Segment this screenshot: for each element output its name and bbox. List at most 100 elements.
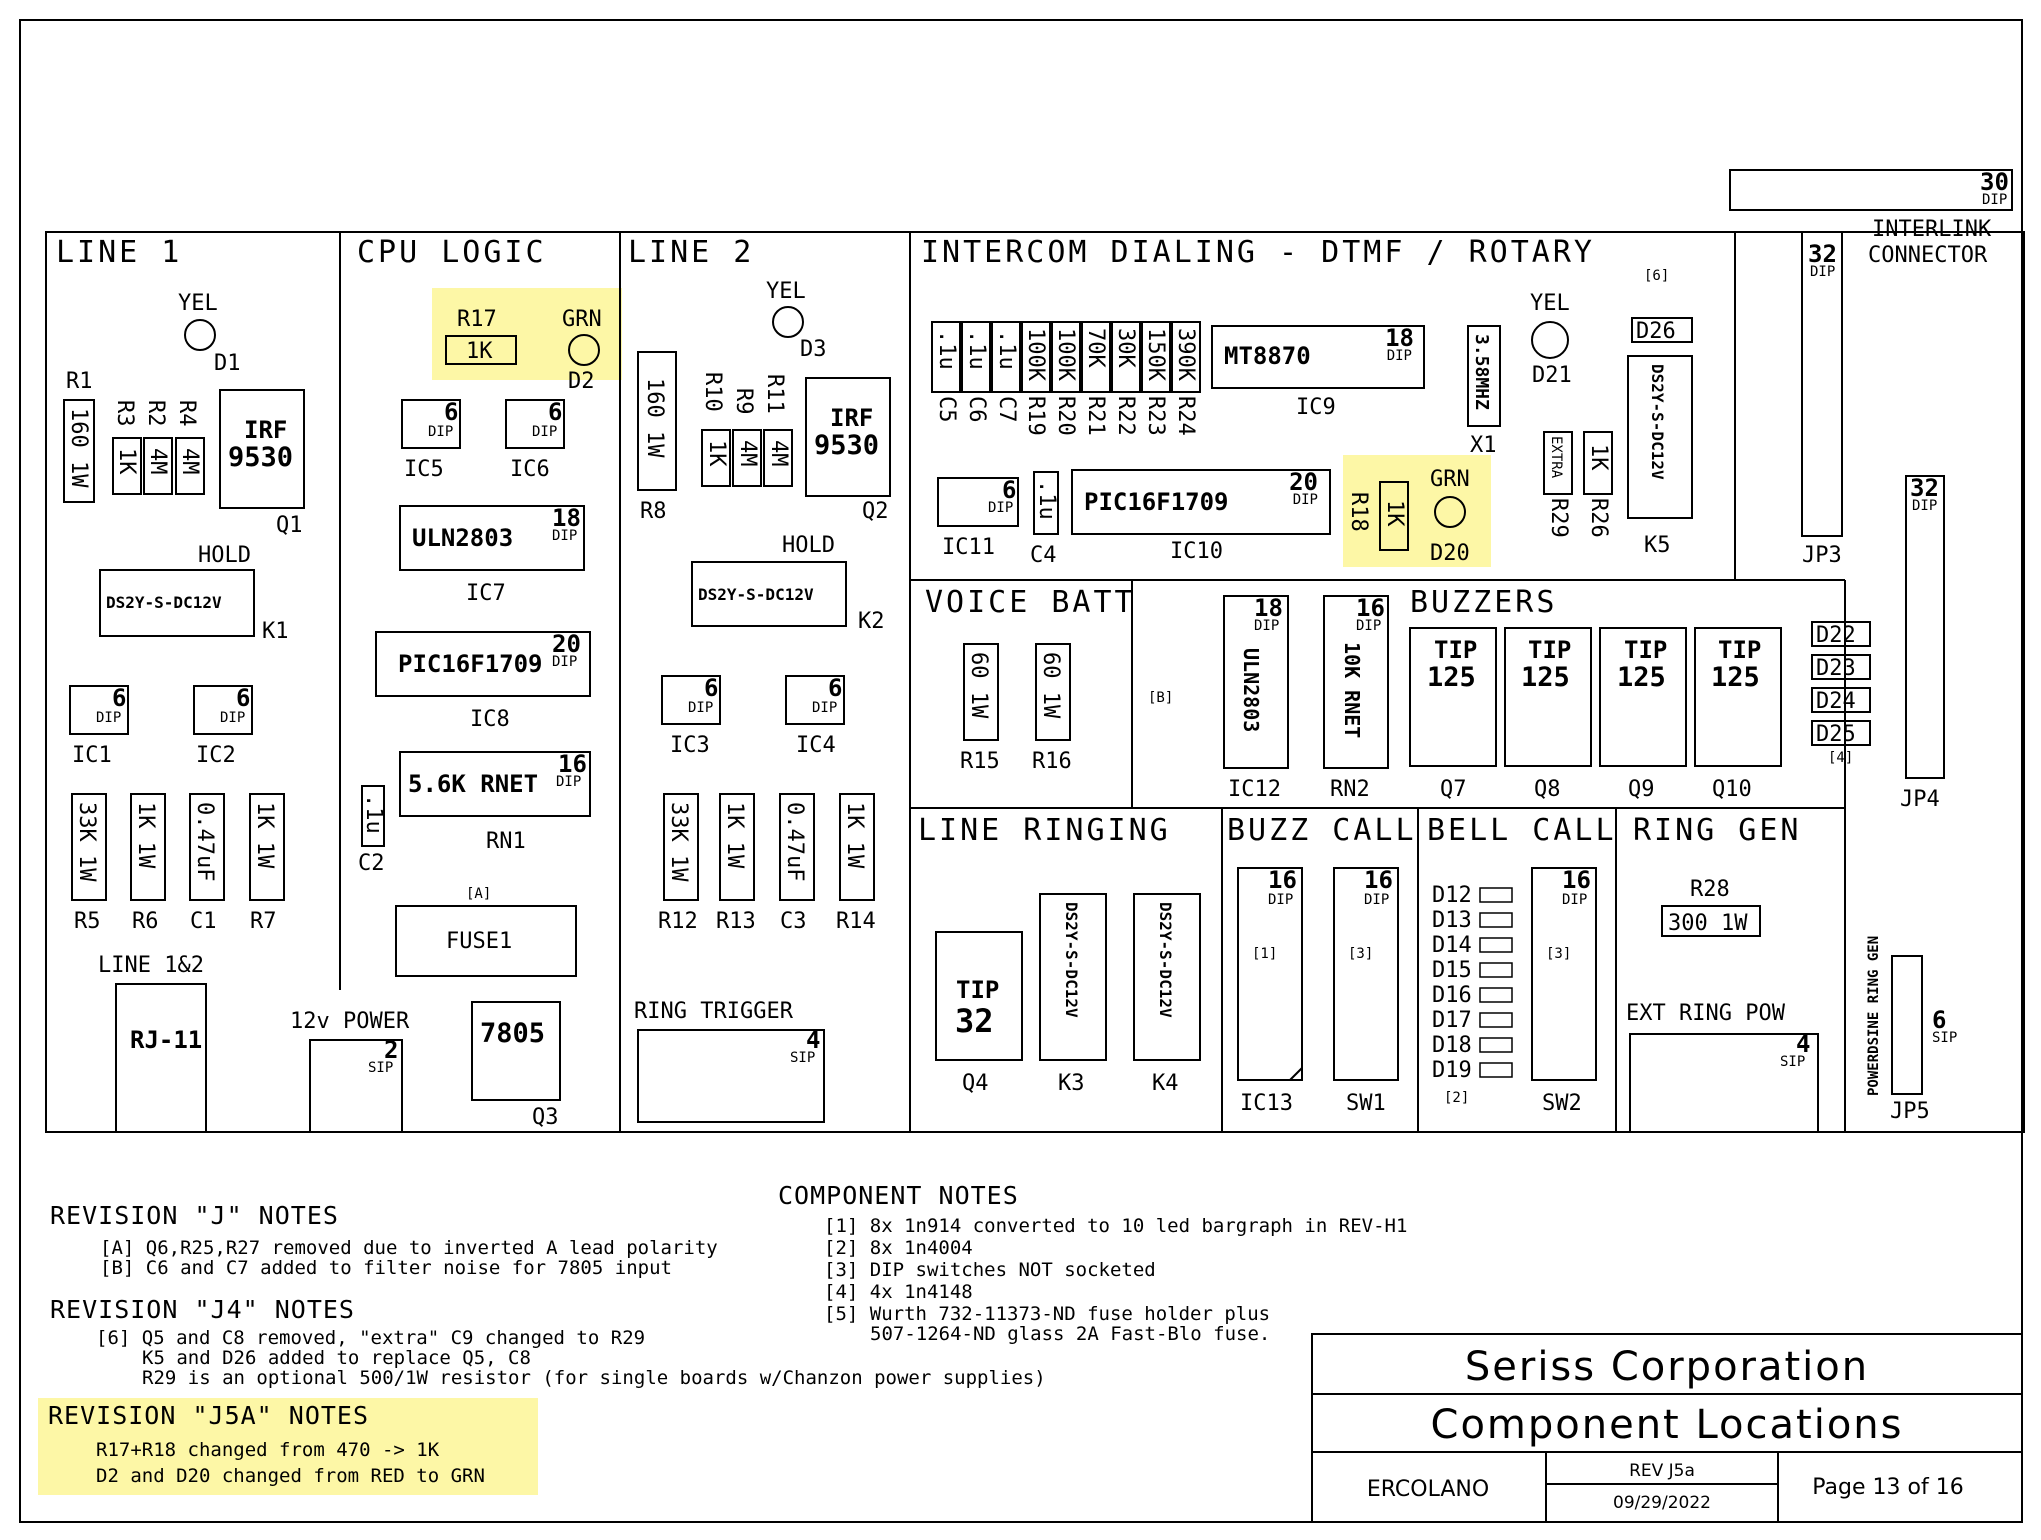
ic7-uln2803: ULN2803 18 DIP IC7 bbox=[399, 504, 585, 606]
svg-text:[3] DIP switches NOT socketed: [3] DIP switches NOT socketed bbox=[824, 1259, 1156, 1281]
ic1-dip6: 6 DIP IC1 bbox=[69, 684, 129, 768]
svg-text:IC3: IC3 bbox=[670, 733, 710, 758]
r11-resistor: R11 4M bbox=[762, 374, 793, 487]
ring-trigger-label: RING TRIGGER bbox=[634, 999, 794, 1024]
svg-text:SIP: SIP bbox=[1780, 1054, 1805, 1070]
svg-text:PIC16F1709: PIC16F1709 bbox=[1084, 488, 1229, 516]
svg-text:D2 and D20 changed from RED to: D2 and D20 changed from RED to GRN bbox=[96, 1465, 485, 1487]
svg-text:D14: D14 bbox=[1432, 933, 1472, 958]
svg-text:DS2Y-S-DC12V: DS2Y-S-DC12V bbox=[1648, 364, 1667, 480]
svg-text:D16: D16 bbox=[1432, 983, 1472, 1008]
svg-text:4M: 4M bbox=[735, 440, 760, 467]
svg-text:R13: R13 bbox=[716, 909, 756, 934]
svg-text:R3: R3 bbox=[112, 400, 137, 427]
section-line-ringing: LINE RINGING bbox=[918, 813, 1171, 848]
d2-led: GRN D2 bbox=[562, 307, 602, 394]
svg-text:RN2: RN2 bbox=[1330, 777, 1370, 802]
svg-text:IC6: IC6 bbox=[510, 457, 550, 482]
svg-text:1K: 1K bbox=[114, 448, 139, 475]
svg-text:D25: D25 bbox=[1816, 722, 1856, 747]
svg-text:16: 16 bbox=[1356, 594, 1385, 622]
svg-text:IRF: IRF bbox=[244, 416, 287, 444]
svg-text:[3]: [3] bbox=[1546, 946, 1571, 962]
svg-text:GRN: GRN bbox=[562, 307, 602, 332]
svg-text:R4: R4 bbox=[174, 400, 199, 427]
c3-capacitor: 0.47uF C3 bbox=[779, 793, 815, 934]
svg-text:X1: X1 bbox=[1470, 433, 1497, 458]
k1-relay: DS2Y-S-DC12V K1 bbox=[99, 569, 289, 644]
revision: REV J5a bbox=[1629, 1461, 1695, 1481]
svg-text:DIP: DIP bbox=[1268, 892, 1293, 908]
svg-text:D26: D26 bbox=[1636, 319, 1676, 344]
r17-resistor: R17 1K bbox=[445, 307, 517, 365]
svg-text:1K: 1K bbox=[466, 339, 493, 364]
svg-text:507-1264-ND glass 2A Fast-Blo: 507-1264-ND glass 2A Fast-Blo fuse. bbox=[870, 1323, 1270, 1345]
svg-text:DS2Y-S-DC12V: DS2Y-S-DC12V bbox=[698, 585, 814, 604]
svg-text:YEL: YEL bbox=[178, 291, 218, 316]
svg-text:32: 32 bbox=[955, 1002, 994, 1040]
svg-text:R21: R21 bbox=[1083, 396, 1108, 436]
r28-resistor: R28 300 1W bbox=[1661, 877, 1761, 937]
ic4-dip6: 6 DIP IC4 bbox=[785, 674, 845, 758]
svg-text:[1] 8x 1n914 converted to 10 l: [1] 8x 1n914 converted to 10 led bargrap… bbox=[824, 1215, 1407, 1237]
c2-capacitor: .1u C2 bbox=[358, 785, 386, 876]
svg-text:REVISION "J4" NOTES: REVISION "J4" NOTES bbox=[50, 1295, 355, 1324]
svg-text:R19: R19 bbox=[1023, 396, 1048, 436]
tag-6: [6] bbox=[1644, 268, 1669, 284]
q2-irf9530: IRF 9530 Q2 bbox=[805, 377, 891, 524]
svg-text:4M: 4M bbox=[145, 448, 170, 475]
svg-text:EXTRA: EXTRA bbox=[1548, 436, 1564, 479]
svg-text:C4: C4 bbox=[1030, 543, 1057, 568]
r12-resistor: 33K 1W R12 bbox=[658, 793, 699, 934]
svg-text:TIP: TIP bbox=[956, 976, 999, 1004]
svg-text:R6: R6 bbox=[132, 909, 159, 934]
svg-text:GRN: GRN bbox=[1430, 467, 1470, 492]
svg-text:[4] 4x 1n4148: [4] 4x 1n4148 bbox=[824, 1281, 973, 1303]
svg-text:6: 6 bbox=[548, 398, 562, 426]
r26-resistor: 1K R26 bbox=[1583, 431, 1613, 538]
r3-resistor: R3 1K bbox=[112, 400, 142, 495]
svg-text:D15: D15 bbox=[1432, 958, 1472, 983]
ring-trigger-connector: 4 SIP bbox=[637, 1026, 825, 1123]
svg-text:DIP: DIP bbox=[988, 500, 1013, 516]
svg-text:R28: R28 bbox=[1690, 877, 1730, 902]
svg-text:DIP: DIP bbox=[428, 424, 453, 440]
svg-text:DIP: DIP bbox=[96, 710, 121, 726]
section-buzz-call: BUZZ CALL bbox=[1227, 813, 1417, 848]
power-connector: 2 SIP bbox=[309, 1036, 403, 1133]
svg-text:D12: D12 bbox=[1432, 883, 1472, 908]
rj11-jack: RJ-11 bbox=[115, 983, 207, 1133]
highlight-r17-d2 bbox=[432, 288, 622, 380]
svg-text:R16: R16 bbox=[1032, 749, 1072, 774]
svg-text:.1u: .1u bbox=[361, 794, 386, 834]
r10-resistor: R10 1K bbox=[700, 372, 731, 487]
svg-text:60 1W: 60 1W bbox=[1038, 652, 1063, 719]
jp4-header: 32 DIP JP4 bbox=[1900, 474, 1945, 812]
board-outline bbox=[45, 231, 2025, 1133]
q7-tip125: TIP 125 Q7 bbox=[1409, 627, 1497, 802]
svg-text:D22: D22 bbox=[1816, 623, 1856, 648]
svg-text:9530: 9530 bbox=[814, 430, 879, 461]
svg-text:4: 4 bbox=[806, 1026, 820, 1054]
svg-text:D3: D3 bbox=[800, 337, 827, 362]
svg-text:[5] Wurth 732-11373-ND fuse ho: [5] Wurth 732-11373-ND fuse holder plus bbox=[824, 1303, 1270, 1325]
svg-text:100K: 100K bbox=[1023, 328, 1048, 382]
svg-text:125: 125 bbox=[1521, 662, 1570, 693]
svg-text:10K RNET: 10K RNET bbox=[1340, 642, 1364, 738]
svg-text:REVISION "J5A" NOTES: REVISION "J5A" NOTES bbox=[48, 1401, 369, 1430]
revision-date: 09/29/2022 bbox=[1613, 1493, 1711, 1513]
12v-power-label: 12v POWER bbox=[290, 1009, 410, 1034]
hold-label-2: HOLD bbox=[782, 533, 835, 558]
svg-text:D13: D13 bbox=[1432, 908, 1472, 933]
svg-text:IC11: IC11 bbox=[942, 535, 995, 560]
svg-text:ULN2803: ULN2803 bbox=[1239, 648, 1263, 732]
svg-text:4: 4 bbox=[1796, 1030, 1810, 1058]
svg-text:R8: R8 bbox=[640, 499, 667, 524]
svg-text:1K: 1K bbox=[1586, 444, 1611, 471]
svg-text:20: 20 bbox=[1289, 468, 1318, 496]
svg-text:R11: R11 bbox=[762, 374, 787, 414]
r13-resistor: 1K 1W R13 bbox=[716, 793, 756, 934]
svg-text:Q4: Q4 bbox=[962, 1071, 989, 1096]
svg-text:D20: D20 bbox=[1430, 541, 1470, 566]
svg-text:YEL: YEL bbox=[1530, 291, 1570, 316]
